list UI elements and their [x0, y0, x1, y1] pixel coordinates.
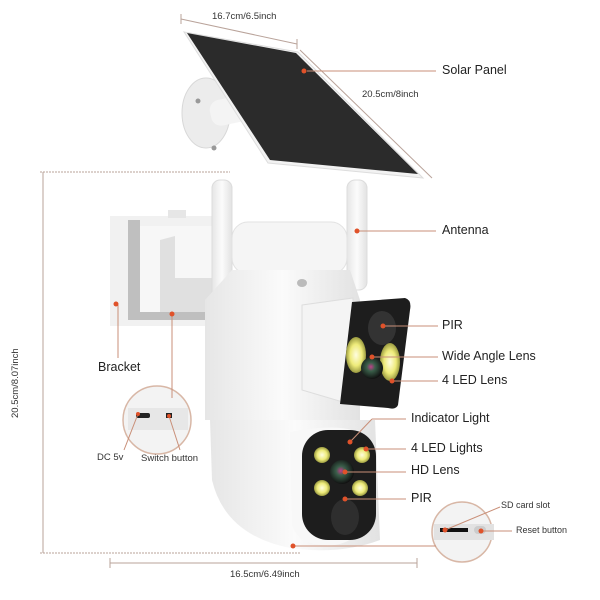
sd-magnifier: [431, 501, 494, 563]
panel-length-dimension: 20.5cm/8inch: [362, 89, 419, 100]
callout-dots: [113, 68, 484, 549]
label-solar-panel: Solar Panel: [442, 63, 507, 77]
lower-dome: [210, 420, 380, 551]
label-bracket: Bracket: [98, 360, 141, 374]
label-4-led-lens: 4 LED Lens: [442, 373, 508, 387]
port-magnifier: [122, 385, 192, 455]
height-dimension: 20.5cm/8.07inch: [10, 348, 21, 418]
label-switch-button: Switch button: [141, 453, 199, 464]
solar-panel: [182, 31, 425, 179]
panel-width-dimension: 16.7cm/6.5inch: [212, 11, 277, 22]
label-pir-top: PIR: [442, 318, 463, 332]
base-width-dimension: 16.5cm/6.49inch: [230, 569, 300, 580]
wide-angle-module: [301, 297, 411, 409]
label-hd-lens: HD Lens: [411, 463, 460, 477]
label-reset-button: Reset button: [516, 525, 568, 535]
label-pir-bottom: PIR: [411, 491, 432, 505]
label-dc-5v: DC 5v: [97, 452, 124, 463]
label-wide-angle-lens: Wide Angle Lens: [442, 349, 536, 363]
leader-lines: [117, 70, 512, 547]
label-indicator-light: Indicator Light: [411, 411, 490, 425]
label-sd-card-slot: SD card slot: [501, 500, 551, 510]
label-antenna: Antenna: [442, 223, 489, 237]
label-4-led-lights: 4 LED Lights: [411, 441, 483, 455]
